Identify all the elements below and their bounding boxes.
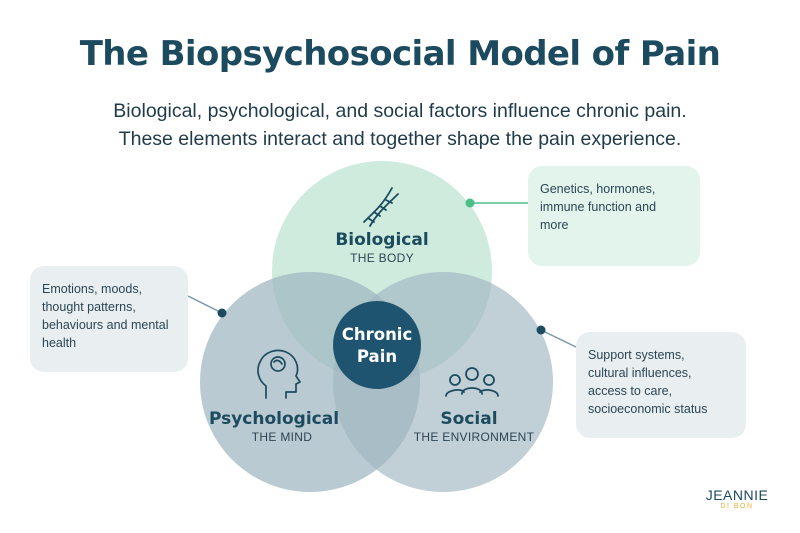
page-title: The Biopsychosocial Model of Pain	[79, 34, 721, 74]
logo-sub-text: DI BON	[720, 503, 754, 510]
dot-psychological	[217, 308, 227, 318]
callout-psychological-line: thought patterns,	[42, 300, 136, 314]
label-social: Social	[440, 409, 497, 429]
dot-biological	[465, 198, 475, 208]
sublabel-social: THE ENVIRONMENT	[414, 430, 535, 444]
callout-biological-line: Genetics, hormones,	[540, 182, 656, 196]
callout-psychological-line: behaviours and mental	[42, 318, 169, 332]
logo-main-text: JEANNIE	[705, 487, 769, 503]
connector-social	[540, 329, 577, 348]
dna-icon	[363, 187, 399, 227]
label-psychological: Psychological	[209, 409, 339, 429]
label-biological: Biological	[335, 230, 428, 250]
center-label-line-1: Chronic	[342, 325, 413, 344]
center-circle	[333, 301, 421, 389]
people-group-icon	[445, 367, 499, 397]
sublabel-biological: THE BODY	[350, 251, 414, 265]
sublabel-psychological: THE MIND	[252, 430, 312, 444]
callout-social-line: access to care,	[588, 384, 673, 398]
callout-psychological-line: health	[42, 336, 77, 350]
connector-psychological	[187, 295, 223, 314]
subtitle-line-2: These elements interact and together sha…	[118, 128, 682, 150]
callout-psychological-line: Emotions, moods,	[42, 282, 143, 296]
dot-social	[536, 325, 546, 335]
callout-social-line: socioeconomic status	[588, 402, 708, 416]
callout-biological-line: more	[540, 218, 569, 232]
callout-biological-line: immune function and	[540, 200, 657, 214]
callout-social-line: Support systems,	[588, 348, 685, 362]
callout-psychological: Emotions, moods, thought patterns, behav…	[30, 266, 188, 372]
callout-social-line: cultural influences,	[588, 366, 692, 380]
brand-logo: JEANNIE DI BON	[697, 488, 777, 511]
subtitle-line-1: Biological, psychological, and social fa…	[113, 100, 687, 122]
callout-biological: Genetics, hormones, immune function and …	[528, 166, 700, 266]
head-brain-icon	[257, 349, 301, 399]
center-label-line-2: Pain	[357, 347, 397, 366]
callout-social: Support systems, cultural influences, ac…	[576, 332, 746, 438]
